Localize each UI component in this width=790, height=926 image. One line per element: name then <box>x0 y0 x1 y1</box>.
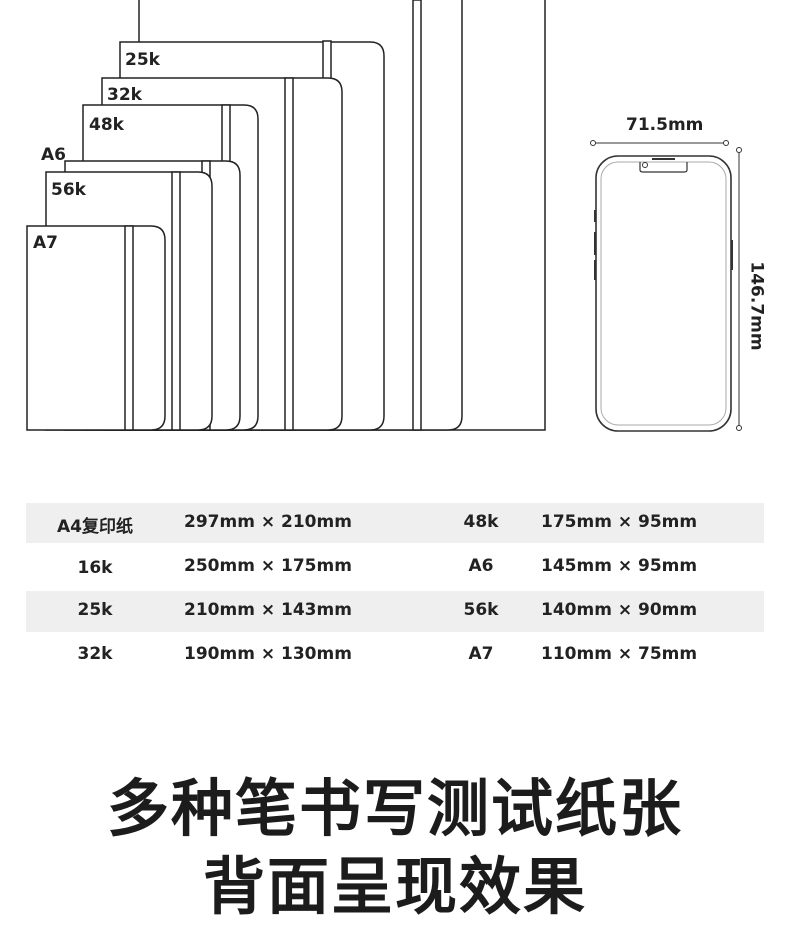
size-dimensions: 145mm × 95mm <box>541 556 698 576</box>
phone-height-label: 146.7mm <box>746 261 767 351</box>
phone-outline <box>594 155 733 432</box>
size-dimensions: 140mm × 90mm <box>541 600 698 620</box>
size-name: 32k <box>77 644 113 664</box>
size-dimensions: 250mm × 175mm <box>184 556 352 576</box>
size-dimensions: 110mm × 75mm <box>541 644 698 664</box>
phone-width-label: 71.5mm <box>626 115 704 135</box>
size-name: 25k <box>77 600 113 620</box>
label-32k: 32k <box>107 85 142 105</box>
size-name: A4复印纸 <box>57 517 133 537</box>
phone-height-dimension <box>736 147 742 431</box>
heading-line-2: 背面呈现效果 <box>202 850 587 923</box>
size-dimensions: 297mm × 210mm <box>184 512 352 532</box>
table-row: 32k 190mm × 130mm A7 110mm × 75mm <box>26 632 764 676</box>
heading-line-1: 多种笔书写测试纸张 <box>106 772 683 845</box>
label-a6: A6 <box>41 145 66 165</box>
label-25k: 25k <box>125 50 160 70</box>
table-row: 16k 250mm × 175mm A6 145mm × 95mm <box>26 543 764 591</box>
size-name: 16k <box>77 558 113 578</box>
table-row: A4复印纸 297mm × 210mm 48k 175mm × 95mm <box>26 503 764 543</box>
strap-16k <box>412 0 422 431</box>
label-56k: 56k <box>51 180 86 200</box>
size-dimensions: 210mm × 143mm <box>184 600 352 620</box>
strap-56k <box>171 171 181 431</box>
phone-width-dimension <box>590 140 729 146</box>
strap-a7 <box>124 225 134 431</box>
size-table: A4复印纸 297mm × 210mm 48k 175mm × 95mm 16k… <box>26 503 764 676</box>
size-name: 56k <box>463 600 499 620</box>
size-name: 48k <box>463 512 499 532</box>
strap-32k <box>284 77 294 431</box>
notebook-size-diagram <box>26 0 742 432</box>
notebook-a7 <box>26 225 166 431</box>
label-48k: 48k <box>89 115 124 135</box>
size-name: A7 <box>468 644 494 664</box>
size-dimensions: 190mm × 130mm <box>184 644 352 664</box>
table-row: 25k 210mm × 143mm 56k 140mm × 90mm <box>26 591 764 632</box>
size-name: A6 <box>468 556 494 576</box>
label-a7: A7 <box>33 233 58 253</box>
size-dimensions: 175mm × 95mm <box>541 512 698 532</box>
